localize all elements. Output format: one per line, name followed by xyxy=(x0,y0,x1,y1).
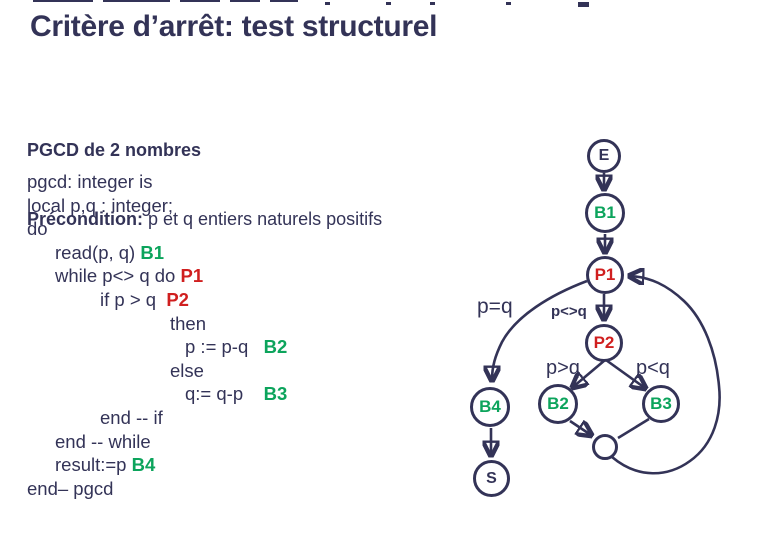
node-entry: E xyxy=(587,139,621,173)
edge-label-p-neq-q: p<>q xyxy=(551,303,587,320)
code-line: do xyxy=(27,218,48,240)
code-line: result:=p B4 xyxy=(55,454,156,476)
edge-p1-b4 xyxy=(492,279,588,380)
edge-label-p-lt-q: p<q xyxy=(636,357,670,379)
code-listing: pgcd: integer is local p,q : integer; do… xyxy=(27,170,287,500)
code-line: end– pgcd xyxy=(27,477,114,499)
node-b2: B2 xyxy=(538,384,578,424)
code-line: while p<> q do P1 xyxy=(55,265,204,287)
code-line: p := p-q B2 xyxy=(185,336,288,358)
node-exit: S xyxy=(473,460,510,497)
code-line: if p > q P2 xyxy=(100,288,189,310)
code-line: pgcd: integer is xyxy=(27,171,153,192)
code-line: then xyxy=(170,312,207,334)
precondition-label: Précondition: xyxy=(27,209,143,229)
code-label-b2: B2 xyxy=(263,336,288,358)
code-label-p1: P1 xyxy=(180,265,204,287)
node-b4: B4 xyxy=(470,387,510,427)
node-junction xyxy=(592,434,618,460)
edge-junction-p1-loop xyxy=(611,276,721,475)
node-p1: P1 xyxy=(586,256,624,294)
intro-text: PGCD de 2 nombres Précondition: p et q e… xyxy=(27,93,382,277)
node-p2: P2 xyxy=(585,324,623,362)
code-label-b1: B1 xyxy=(140,241,165,263)
edge-label-p-eq-q: p=q xyxy=(477,295,513,318)
code-line: read(p, q) B1 xyxy=(55,241,165,263)
node-b1: B1 xyxy=(585,193,625,233)
intro-line-1: PGCD de 2 nombres xyxy=(27,140,202,160)
node-b3: B3 xyxy=(642,385,680,423)
code-line: else xyxy=(170,359,204,381)
precondition-text: p et q entiers naturels positifs xyxy=(143,209,383,229)
code-label-b4: B4 xyxy=(131,454,156,476)
edge-b2-junction xyxy=(569,419,591,435)
code-label-p2: P2 xyxy=(166,288,189,310)
code-line: q:= q-p B3 xyxy=(185,383,288,405)
intro-line-2: Précondition: p et q entiers naturels po… xyxy=(27,208,382,231)
slide-title: Critère d’arrêt: test structurel xyxy=(30,10,438,43)
code-line: end -- if xyxy=(100,406,163,428)
code-line: local p,q : integer; xyxy=(27,194,174,216)
edge-b3-junction xyxy=(617,417,650,440)
code-line: end -- while xyxy=(55,430,151,452)
edge-label-p-gt-q: p>q xyxy=(546,357,580,379)
code-label-b3: B3 xyxy=(263,383,288,405)
